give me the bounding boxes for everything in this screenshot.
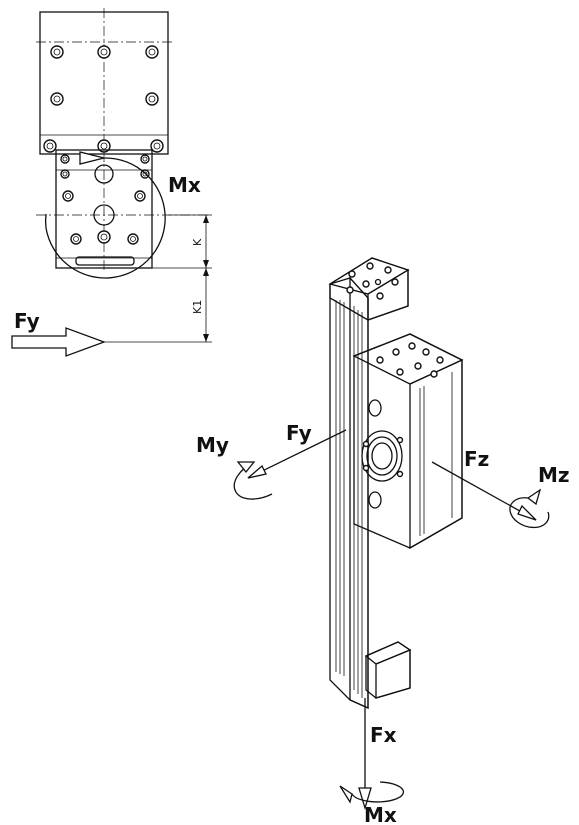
iso-fx-mx-axis [339,698,405,811]
iso-fy-label: Fy [286,421,312,445]
linear-axis-profile [329,276,369,710]
iso-fy-my-axis [233,429,347,500]
top-mx-label: Mx [168,173,201,197]
iso-fz-label: Fz [464,447,489,471]
iso-carriage [352,333,464,550]
top-end-cap [328,257,410,321]
top-mx-moment-arrow [44,151,166,279]
top-view-carriage [55,149,153,269]
iso-my-label: My [196,433,229,457]
iso-mz-label: Mz [538,463,570,487]
plate-bolts [43,45,164,153]
dimension-lines [102,214,212,343]
top-fy-force-arrow [11,327,106,357]
isometric-view: Fy My Fz Mz Fx Mx [196,257,570,825]
bottom-end-cap [364,641,412,699]
iso-fx-label: Fx [370,723,397,747]
top-fy-label: Fy [14,309,40,333]
iso-fz-mz-axis [431,461,550,529]
iso-mx-label: Mx [364,803,397,825]
carriage-holes [60,154,150,245]
top-view: Mx K K1 Fy [11,8,212,357]
dim-k-label: K [191,238,204,246]
dim-k1-label: K1 [191,300,204,314]
